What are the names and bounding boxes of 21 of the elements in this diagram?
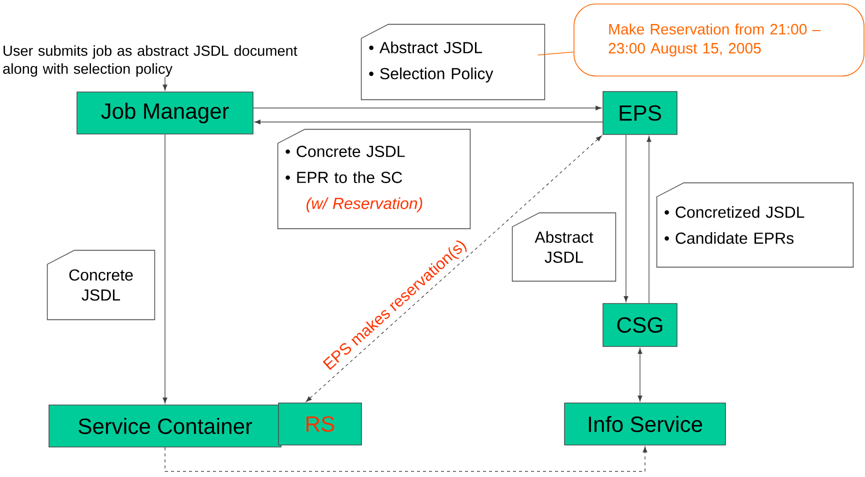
process-box: RS	[278, 402, 362, 446]
annotation-text: User submits job as abstract JSDL document along with selection policy	[3, 45, 298, 77]
arrow	[306, 136, 602, 402]
note-box: • Concrete JSDL • EPR to the SC (w/ Reservation)	[277, 128, 471, 230]
note-box: Concrete JSDL	[46, 250, 156, 320]
note-box: • Abstract JSDL • Selection Policy	[360, 24, 546, 100]
arrow	[624, 134, 628, 302]
arrow	[162, 134, 168, 404]
arrow	[254, 120, 603, 124]
process-box: Info Service	[564, 402, 726, 446]
arrow	[646, 136, 652, 304]
arrow	[253, 106, 602, 110]
process-box: CSG	[602, 303, 678, 347]
process-box: Job Manager	[76, 92, 254, 134]
arrow	[638, 348, 642, 402]
note-box: • Concretized JSDL • Candidate EPRs	[656, 182, 854, 268]
arrow	[164, 446, 648, 472]
note-box: Abstract JSDL	[512, 212, 616, 282]
callout-bubble: Make Reservation from 21:00 – 23:00 August 15, 2005	[574, 4, 864, 76]
arrow	[162, 76, 168, 90]
process-box: EPS	[602, 91, 678, 135]
